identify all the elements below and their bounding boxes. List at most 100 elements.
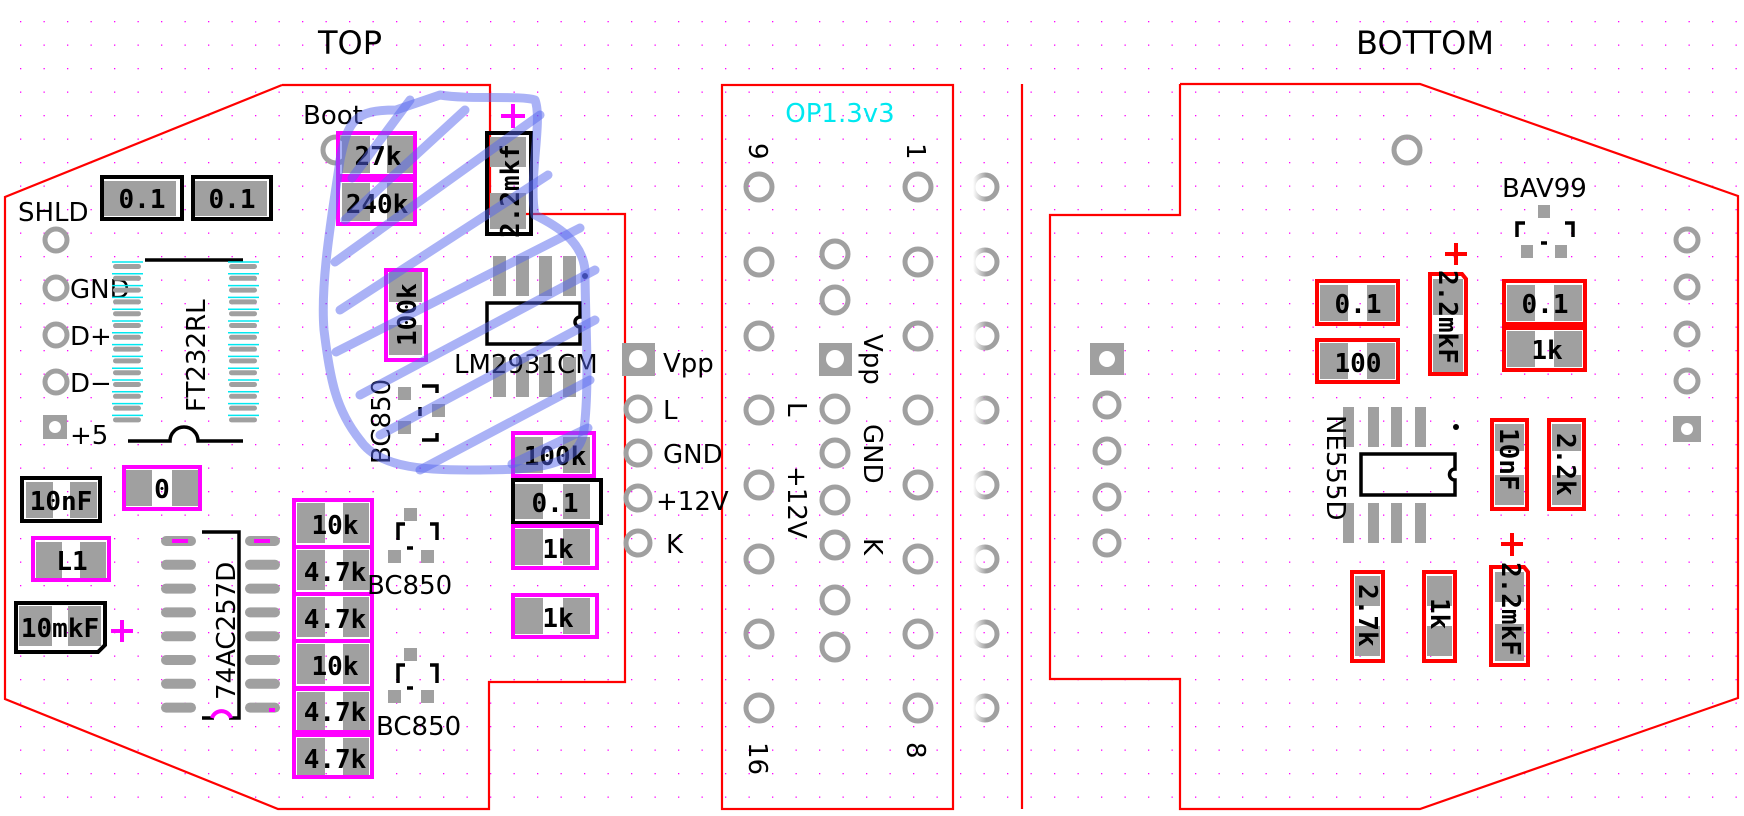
bottom-cap-10nf[interactable]: 10nF	[1490, 418, 1529, 511]
connector-mid-hole[interactable]	[819, 437, 851, 469]
cap-0.1-a[interactable]: 0.1	[100, 175, 184, 221]
connector-mid-hole[interactable]	[819, 393, 851, 425]
usb-pin-dminus[interactable]: D−	[42, 368, 112, 399]
bottom-cap-0.1-b-label: 0.1	[1522, 290, 1569, 320]
res-4.7k-a[interactable]: 4.7k	[292, 545, 374, 596]
bottom-res-1k-b[interactable]: 1k	[1422, 570, 1457, 663]
mux-pad	[245, 631, 280, 642]
prog-pin-gnd[interactable]: GND	[623, 438, 723, 470]
header-pad[interactable]	[1673, 320, 1701, 348]
cap-10mkf-label: 10mkF	[21, 614, 99, 644]
cap-10mkf[interactable]: 10mkF	[14, 601, 133, 654]
ic-lm2931cm[interactable]: LM2931CM	[454, 256, 598, 397]
connector-hole[interactable]	[743, 618, 775, 650]
mux-pad	[161, 559, 196, 570]
prog-pin-k[interactable]: K	[623, 528, 684, 560]
header-pad[interactable]	[1092, 390, 1122, 420]
pin1-dot	[1453, 424, 1459, 430]
ic-ne555d[interactable]: NE555D	[1320, 407, 1459, 543]
connector-hole[interactable]	[902, 543, 934, 575]
prog-vpp-label: Vpp	[663, 349, 714, 379]
connector-hole[interactable]	[902, 692, 934, 724]
ic-ft232rl[interactable]: FT232RL	[112, 258, 259, 443]
transistor-bc850-3[interactable]: BC850	[376, 648, 461, 742]
bottom-res-1k-a[interactable]: 1k	[1502, 326, 1587, 372]
connector-mid-vpp[interactable]	[819, 343, 852, 376]
usb-pin-5v[interactable]: +5	[43, 415, 108, 451]
bottom-res-2.7k[interactable]: 2.7k	[1350, 570, 1385, 663]
connector-hole[interactable]	[743, 171, 775, 203]
bottom-cap-2.2mkf-a[interactable]: 2.2mkF	[1428, 243, 1468, 376]
inductor-l1-label: L1	[56, 547, 87, 577]
bottom-cap-2.2mkf-b[interactable]: 2.2mkF	[1489, 533, 1530, 667]
connector-mid-hole[interactable]	[819, 238, 851, 270]
bottom-left-header	[1090, 343, 1124, 558]
connector-mid-hole[interactable]	[819, 584, 851, 616]
transistor-bc850-2[interactable]: BC850	[367, 508, 452, 601]
polarity-plus-icon	[111, 620, 133, 642]
usb-gnd-pad[interactable]	[42, 274, 70, 302]
pin-number-16: 16	[742, 742, 772, 775]
res-1k-b[interactable]: 1k	[511, 593, 599, 639]
header-pad[interactable]	[1092, 436, 1122, 466]
ft232-pad	[229, 393, 257, 399]
ft232-pad	[229, 358, 257, 364]
connector-hole[interactable]	[743, 320, 775, 352]
edge-hole	[970, 544, 1000, 574]
header-pad[interactable]	[1673, 273, 1701, 301]
res-1k-b-label: 1k	[542, 604, 574, 634]
usb-dminus-pad[interactable]	[42, 368, 70, 396]
prog-pin-vpp[interactable]: Vpp	[622, 343, 714, 379]
diode-bav99[interactable]: BAV99	[1502, 174, 1587, 258]
cap-10nf-top[interactable]: 10nF	[20, 476, 102, 523]
connector-hole[interactable]	[743, 246, 775, 278]
connector-hole[interactable]	[902, 618, 934, 650]
usb-5v-label: +5	[70, 421, 108, 451]
usb-dplus-pad[interactable]	[42, 321, 70, 349]
res-4.7k-d[interactable]: 4.7k	[292, 733, 374, 779]
res-10k-a[interactable]: 10k	[292, 498, 374, 549]
connector-hole[interactable]	[743, 469, 775, 501]
edge-hole	[970, 247, 1000, 277]
shld-pad[interactable]	[42, 226, 70, 254]
bottom-res-100[interactable]: 100	[1315, 338, 1400, 384]
connector-hole[interactable]	[743, 692, 775, 724]
shld-label: SHLD	[18, 198, 89, 228]
bottom-cap-0.1-b[interactable]: 0.1	[1502, 279, 1587, 326]
res-10k-b[interactable]: 10k	[292, 639, 374, 690]
cap-0.1-b-label: 0.1	[209, 185, 256, 215]
inductor-l1[interactable]: L1	[31, 536, 111, 582]
bottom-cap-10nf-label: 10nF	[1493, 428, 1523, 491]
res-0[interactable]: 0	[122, 465, 202, 511]
connector-hole[interactable]	[902, 320, 934, 352]
pin1-notch	[210, 709, 233, 719]
header-pad[interactable]	[1092, 482, 1122, 512]
bottom-right-header	[1673, 226, 1701, 442]
usb-pin-dplus[interactable]: D+	[42, 321, 112, 352]
cap-0.1-c[interactable]: 0.1	[511, 478, 603, 525]
bottom-res-2.2k[interactable]: 2.2k	[1547, 418, 1586, 511]
header-pad[interactable]	[1673, 367, 1701, 395]
connector-hole[interactable]	[902, 394, 934, 426]
connector-hole[interactable]	[902, 469, 934, 501]
connector-hole[interactable]	[743, 543, 775, 575]
cap-0.1-b[interactable]: 0.1	[191, 175, 273, 221]
header-pad[interactable]	[1092, 528, 1122, 558]
connector-mid-hole[interactable]	[819, 484, 851, 516]
connector-hole[interactable]	[743, 394, 775, 426]
connector-mid-hole[interactable]	[819, 529, 851, 561]
ft232-pad	[113, 287, 141, 293]
prog-pin-12v[interactable]: +12V	[623, 483, 729, 517]
res-10k-a-label: 10k	[312, 511, 359, 541]
connector-hole[interactable]	[902, 246, 934, 278]
res-1k-a[interactable]: 1k	[511, 524, 599, 570]
connector-hole[interactable]	[902, 171, 934, 203]
ic-74ac257d[interactable]: 74AC257D	[161, 530, 280, 720]
connector-mid-hole[interactable]	[819, 631, 851, 663]
header-pad[interactable]	[1673, 226, 1701, 254]
bottom-cap-0.1-a[interactable]: 0.1	[1315, 279, 1400, 326]
res-4.7k-c[interactable]: 4.7k	[292, 687, 374, 734]
connector-board-outline	[720, 83, 955, 811]
connector-mid-hole[interactable]	[819, 284, 851, 316]
prog-pin-l[interactable]: L	[623, 394, 678, 426]
